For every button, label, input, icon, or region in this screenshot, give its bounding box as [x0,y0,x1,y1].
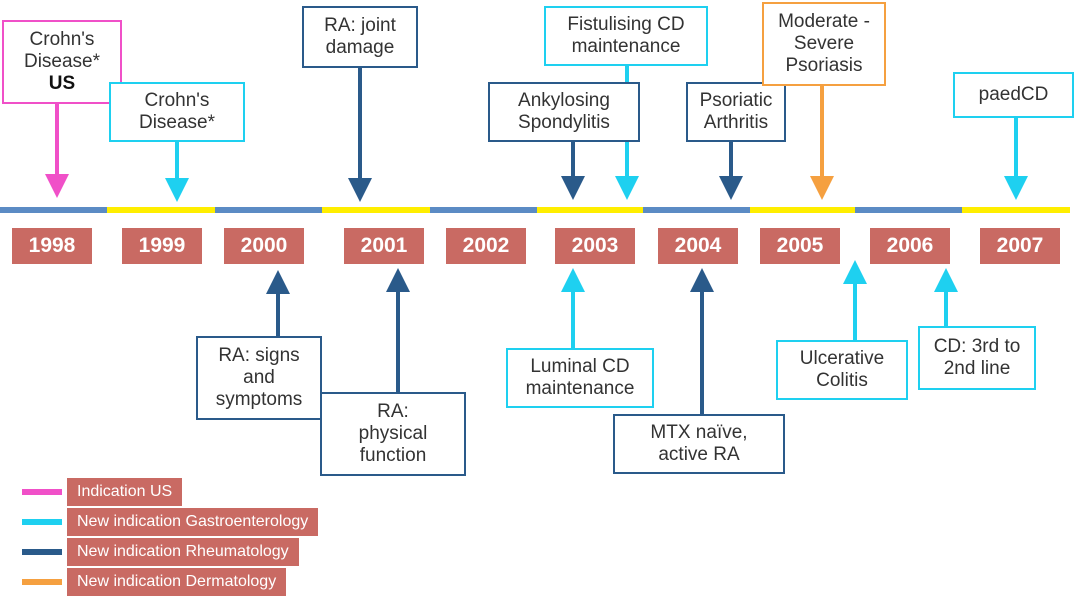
timeline-segment [643,207,750,213]
event-cd-line: CD: 3rd to 2nd line [918,326,1036,390]
year-label: 2003 [555,228,635,264]
event-crohns-us: Crohn's Disease* US [2,20,122,104]
timeline-segment [322,207,430,213]
timeline-segment [537,207,643,213]
event-psoriatic-arthritis: Psoriatic Arthritis [686,82,786,142]
legend-label: New indication Dermatology [67,568,287,596]
year-label: 2006 [870,228,950,264]
event-ra-physical: RA: physical function [320,392,466,476]
timeline-segment [750,207,855,213]
timeline-segment [0,207,107,213]
event-text: Crohn's Disease* [23,29,101,72]
timeline-segment [430,207,537,213]
legend-label: New indication Gastroenterology [67,508,319,536]
year-label: 2007 [980,228,1060,264]
timeline-segment [215,207,322,213]
event-crohns: Crohn's Disease* [109,82,245,142]
year-label: 1998 [12,228,92,264]
legend-swatch-rheum [22,549,62,555]
legend-label: New indication Rheumatology [67,538,299,566]
year-label: 2004 [658,228,738,264]
event-ulcerative-colitis: Ulcerative Colitis [776,340,908,400]
event-ankylosing-spondylitis: Ankylosing Spondylitis [488,82,640,142]
year-label: 2002 [446,228,526,264]
legend-swatch-us [22,489,62,495]
year-label: 2001 [344,228,424,264]
event-paedcd: paedCD [953,72,1074,118]
timeline-segment [855,207,962,213]
event-text-bold: US [48,73,76,94]
event-luminal-cd: Luminal CD maintenance [506,348,654,408]
legend-swatch-derm [22,579,62,585]
legend-swatch-gastro [22,519,62,525]
event-fistulising-cd: Fistulising CD maintenance [544,6,708,66]
event-psoriasis: Moderate - Severe Psoriasis [762,2,886,86]
year-label: 1999 [122,228,202,264]
legend-label: Indication US [67,478,183,506]
timeline-segment [107,207,215,213]
timeline-segment [962,207,1070,213]
year-label: 2000 [224,228,304,264]
event-ra-joint-damage: RA: joint damage [302,6,418,68]
year-label: 2005 [760,228,840,264]
event-ra-signs: RA: signs and symptoms [196,336,322,420]
event-mtx-naive: MTX naïve, active RA [613,414,785,474]
